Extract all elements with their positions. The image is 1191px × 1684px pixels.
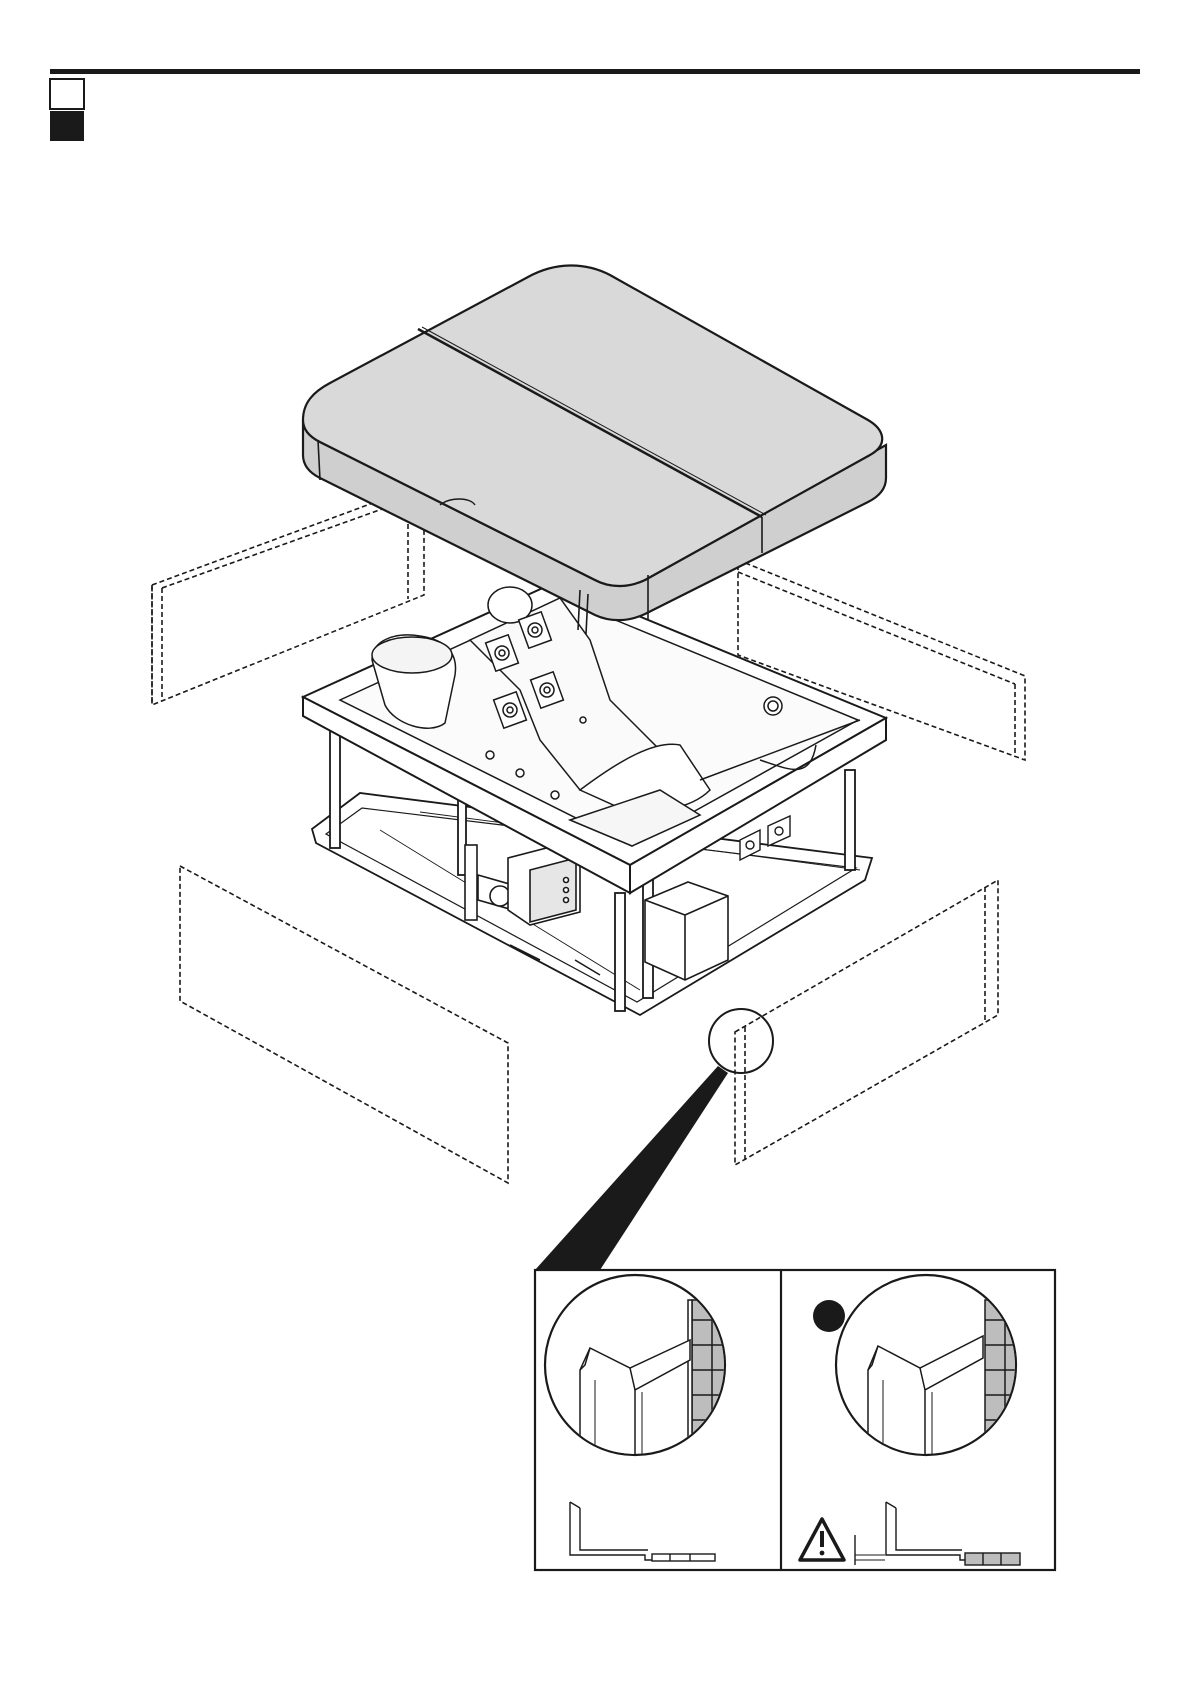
- spa-cover: [303, 265, 886, 634]
- filled-circle-marker: [813, 1300, 845, 1332]
- white-swatch: [50, 79, 84, 109]
- zoom-circle: [709, 1009, 773, 1073]
- magnifier-callout: [535, 1009, 773, 1270]
- black-swatch: [50, 111, 84, 141]
- header-rule: [50, 69, 1140, 74]
- callout-pointer: [535, 1066, 728, 1270]
- detail-box: [535, 1270, 1055, 1570]
- header: [50, 69, 1140, 141]
- heater-box: [645, 882, 728, 980]
